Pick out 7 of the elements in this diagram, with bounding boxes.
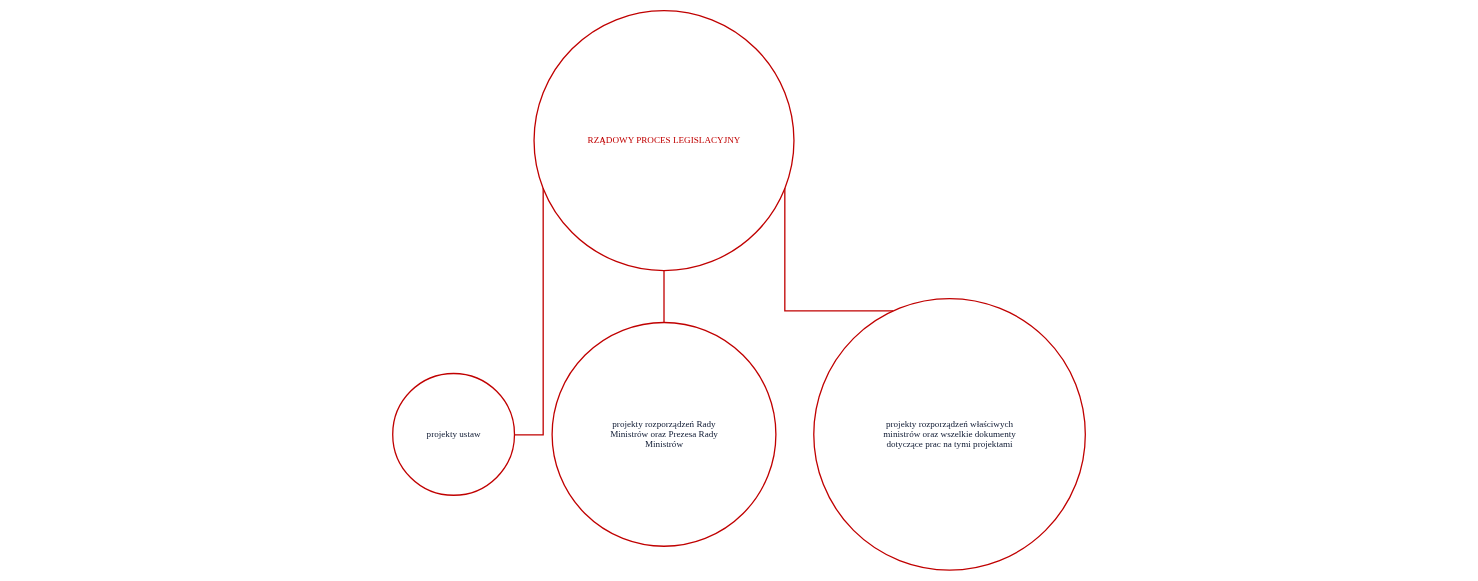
connector: [513, 187, 544, 436]
node-circle: RZĄDOWY PROCES LEGISLACYJNY: [533, 10, 795, 272]
node-circle: projekty ustaw: [392, 372, 516, 496]
connector: [784, 187, 894, 312]
node-circle: projekty rozporządzeń Rady Ministrów oraz Prezesa Rady Ministrów: [551, 321, 777, 547]
node-circle: projekty rozporządzeń właściwych ministrów oraz wszelkie dokumenty dotyczące prac na tymi projektami: [813, 297, 1086, 571]
connector: [663, 269, 665, 323]
